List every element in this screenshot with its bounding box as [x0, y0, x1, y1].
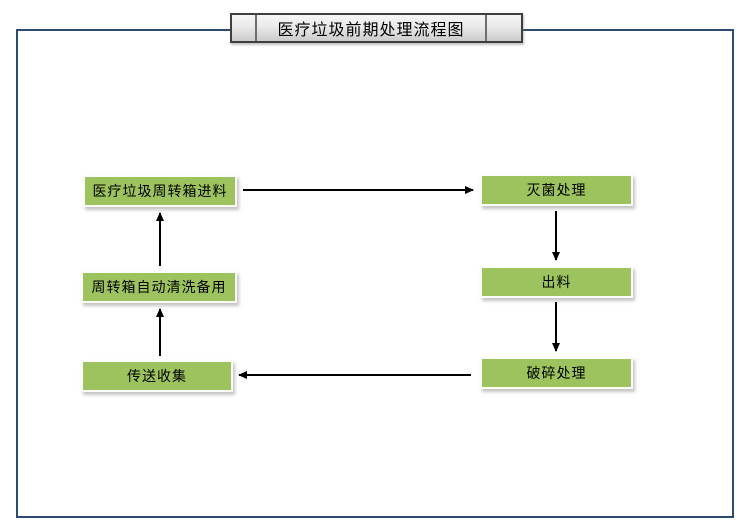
node-sterilization: 灭菌处理	[480, 174, 633, 206]
node-crushing: 破碎处理	[480, 357, 633, 389]
title-bar-right-segment	[485, 15, 521, 41]
node-bin-auto-cleaning-standby: 周转箱自动清洗备用	[81, 271, 237, 303]
title-bar: 医疗垃圾前期处理流程图	[230, 13, 523, 43]
title-bar-left-segment	[232, 15, 257, 41]
node-conveying-collection: 传送收集	[81, 360, 233, 392]
node-medical-waste-bin-feeding: 医疗垃圾周转箱进料	[83, 175, 237, 207]
node-discharge: 出料	[480, 266, 633, 298]
page-title: 医疗垃圾前期处理流程图	[277, 20, 465, 39]
